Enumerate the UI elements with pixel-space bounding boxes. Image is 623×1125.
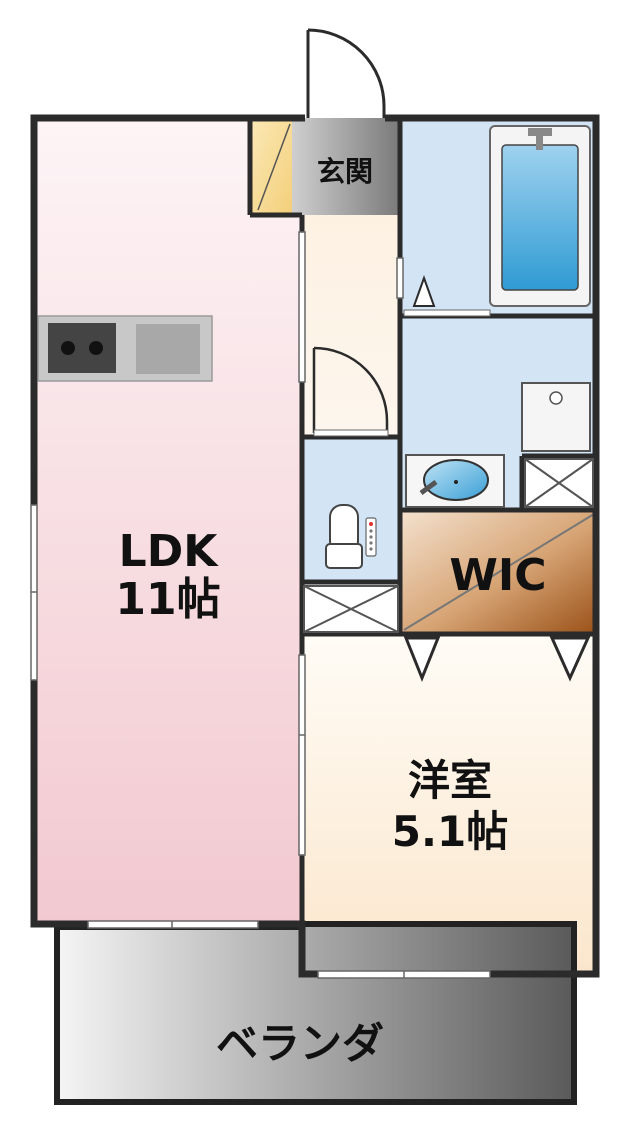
wic-diagonal bbox=[403, 513, 595, 631]
ldk-room bbox=[34, 118, 302, 924]
kitchen-counter bbox=[37, 315, 213, 382]
entrance-name: 玄関 bbox=[317, 155, 373, 188]
toilet-door bbox=[312, 346, 389, 437]
storage-box-toilet bbox=[303, 585, 399, 633]
entrance-floor bbox=[292, 118, 400, 215]
windows bbox=[30, 231, 491, 979]
closet-door-marker-left bbox=[403, 636, 441, 683]
wic-name: WIC bbox=[449, 550, 546, 601]
wash-basin bbox=[405, 454, 505, 508]
closet-door-marker-right bbox=[549, 636, 591, 682]
front-door bbox=[306, 28, 386, 118]
outer-walls bbox=[30, 114, 600, 978]
ldk-name: LDK bbox=[119, 526, 220, 577]
ldk-size: 11帖 bbox=[115, 574, 220, 625]
western-name: 洋室 bbox=[408, 756, 492, 805]
bathtub bbox=[489, 125, 591, 307]
storage-box-washroom bbox=[524, 458, 594, 508]
bath-door bbox=[403, 309, 491, 317]
western-size: 5.1帖 bbox=[392, 807, 508, 856]
bath-door-marker bbox=[412, 275, 436, 307]
shoe-cabinet bbox=[250, 118, 292, 215]
veranda bbox=[54, 921, 577, 1105]
veranda-name: ベランダ bbox=[216, 1019, 384, 1068]
toilet-fixture bbox=[325, 504, 377, 569]
western-room bbox=[302, 634, 596, 974]
shoe-cabinet-diagonal bbox=[257, 123, 291, 211]
washing-machine-pan bbox=[521, 382, 591, 452]
